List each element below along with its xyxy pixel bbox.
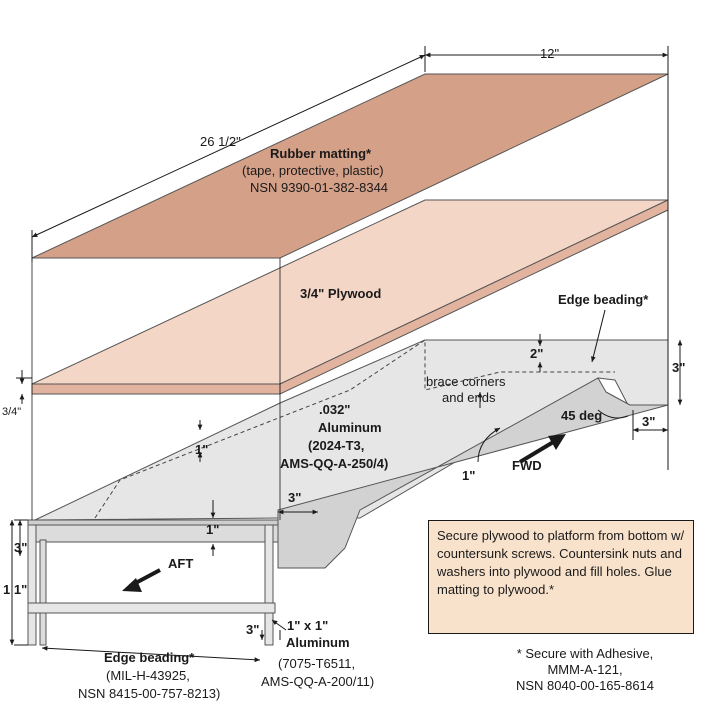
plywood-title: 3/4" Plywood [300, 286, 382, 301]
edge-beading-bottom-label: Edge beading* [104, 650, 195, 665]
aluminum-thickness-label: .032" [319, 402, 351, 417]
bend-radius-label: 1" [462, 468, 476, 483]
slot-width-label: 3" [288, 490, 302, 505]
angle-label: 45 deg [561, 408, 603, 423]
total-height-label: 1 1" [3, 582, 28, 597]
footnote-line-2: MMM-A-121, [547, 662, 623, 677]
matting-detail-2: NSN 9390-01-382-8344 [250, 180, 389, 195]
brace-note-2: and ends [442, 390, 496, 405]
length-dimension-line [31, 54, 426, 238]
angle-spec-1: (7075-T6511, [278, 656, 356, 671]
plywood-thickness-label: 3/4" [2, 406, 22, 418]
footnote-line-1: * Secure with Adhesive, [516, 646, 654, 661]
aluminum-platform [27, 339, 669, 646]
edge-beading-spec-2: NSN 8415-00-757-8213) [78, 686, 221, 701]
post-spacing-label: 3" [246, 622, 260, 637]
plywood-board [31, 199, 669, 395]
matting-title: Rubber matting* [270, 146, 372, 161]
edge-beading-spec-1: (MIL-H-43925, [106, 668, 190, 683]
installation-note-box: Secure plywood to platform from bottom w… [428, 520, 694, 634]
aft-label: AFT [168, 556, 194, 571]
length-label: 26 1/2" [200, 134, 241, 149]
end-offset-label: 3" [642, 414, 656, 429]
fwd-label: FWD [512, 458, 542, 473]
footnote-line-3: NSN 8040-00-165-8614 [515, 678, 655, 693]
aluminum-title: Aluminum [318, 420, 382, 435]
brace-note-1: brace corners [426, 374, 506, 389]
width-label: 12" [540, 46, 560, 61]
top-inset-label: 1" [195, 442, 209, 457]
matting-detail-1: (tape, protective, plastic) [242, 163, 384, 178]
angle-material: Aluminum [286, 635, 350, 650]
aft-arrow [122, 568, 161, 592]
brace-offset-label: 2" [530, 346, 544, 361]
angle-title: 1" x 1" [287, 618, 329, 633]
fwd-arrow [518, 434, 566, 464]
edge-beading-top-label: Edge beading* [558, 292, 649, 307]
angle-spec-2: AMS-QQ-A-200/11) [261, 674, 375, 689]
lower-leg-label: 3" [14, 540, 28, 555]
aluminum-spec-2: AMS-QQ-A-250/4) [280, 456, 389, 471]
inner-gap-label: 1" [206, 522, 220, 537]
adhesive-footnote: * Secure with Adhesive, MMM-A-121, NSN 8… [470, 646, 700, 694]
aluminum-spec-1: (2024-T3, [308, 438, 365, 453]
wall-height-label: 3" [672, 360, 686, 375]
